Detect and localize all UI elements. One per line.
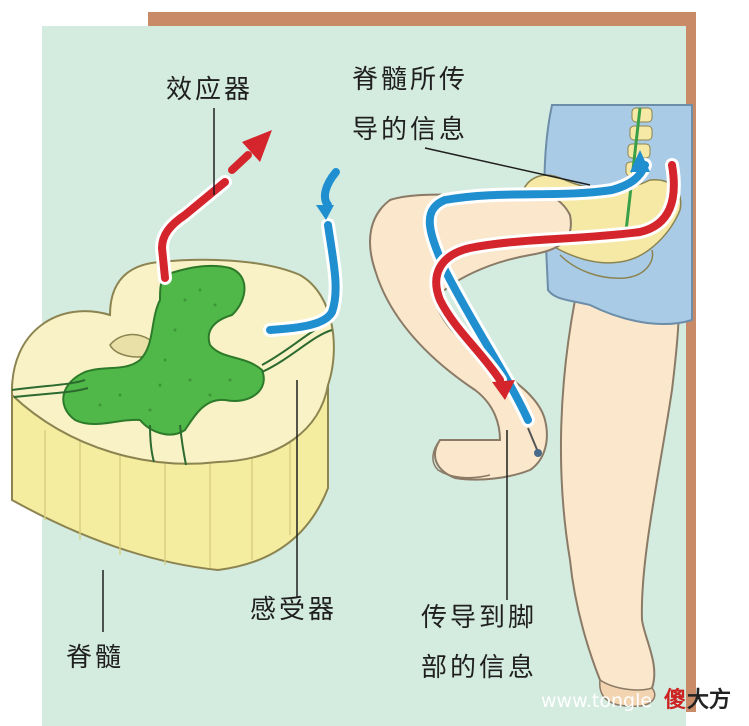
watermark-logo-char: 傻 — [664, 688, 687, 713]
watermark-url: www.tongle — [541, 690, 653, 712]
label-spine-signal-line1: 脊髓所传 — [352, 65, 469, 95]
sensory-pathway — [263, 158, 652, 427]
gray-matter — [62, 264, 265, 436]
leader-lines — [102, 108, 591, 632]
pin-icon — [527, 427, 542, 457]
red-arrow-icon — [242, 130, 272, 162]
label-receptor: 感受器 — [250, 595, 338, 625]
frame-top-border — [148, 12, 696, 26]
label-foot-signal-line1: 传导到脚 — [421, 603, 538, 633]
label-spine-signal-line2: 导的信息 — [352, 115, 469, 145]
label-effector: 效应器 — [166, 75, 254, 105]
blue-arrow-icon-down — [316, 205, 334, 220]
watermark-logo-text: 大方 — [687, 688, 732, 713]
red-arrow-icon-leg — [492, 380, 515, 400]
spinal-cord-segment — [10, 239, 335, 572]
blue-arrow-icon — [630, 150, 650, 172]
label-spinal-cord: 脊髓 — [66, 643, 125, 673]
label-foot-signal-line2: 部的信息 — [421, 653, 538, 683]
motor-pathway — [154, 151, 681, 387]
